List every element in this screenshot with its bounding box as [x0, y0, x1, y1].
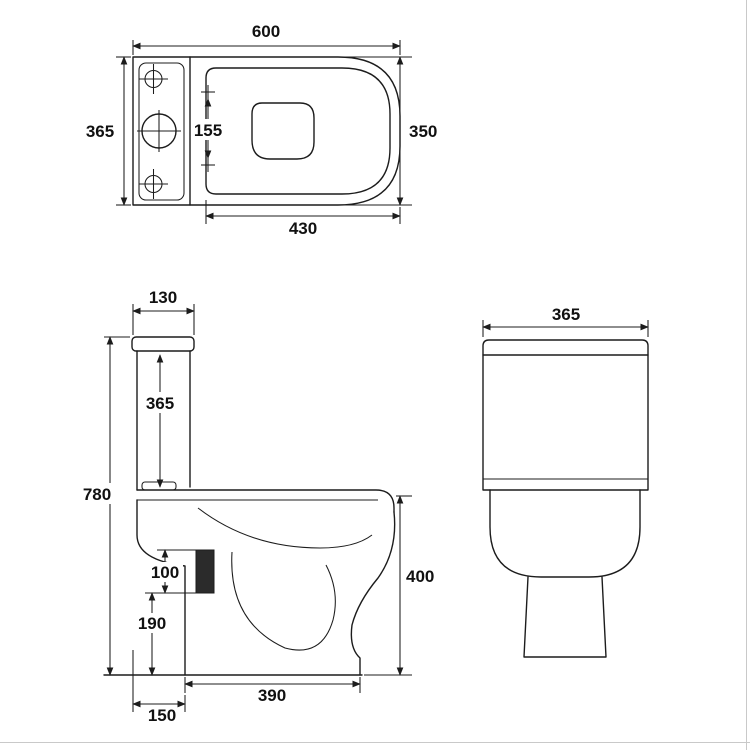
cistern-front-outline	[482, 339, 649, 491]
pedestal-front-outline	[523, 576, 607, 658]
bowl-inner-curve	[197, 507, 373, 549]
hinge-hole-bottom-icon	[201, 158, 215, 172]
trap-curve	[231, 551, 336, 651]
dim-hinge-spacing: 155	[191, 98, 225, 159]
dim-inlet-offset: 100	[145, 549, 196, 594]
top-view: 600 365 155 350 430	[86, 22, 438, 238]
dim-rim-height: 400	[364, 495, 434, 676]
dim-base-depth: 390	[184, 677, 361, 705]
pan-back-profile	[136, 499, 186, 676]
dim-hinge-spacing-label: 155	[194, 121, 222, 140]
seat-hinge-detail	[141, 481, 177, 491]
dim-overall-width-label: 600	[252, 22, 280, 41]
dim-base-setback-label: 150	[148, 706, 176, 725]
bolt-hole-top-icon	[139, 64, 168, 94]
front-view: 365	[482, 305, 649, 658]
dim-base-setback: 150	[132, 650, 186, 725]
dim-outlet-height-label: 190	[138, 614, 166, 633]
dim-overall-height: 780	[78, 336, 130, 676]
bolt-hole-bottom-icon	[139, 169, 168, 199]
dim-overall-height-label: 780	[83, 485, 111, 504]
dim-front-width-label: 365	[552, 305, 580, 324]
dim-overall-depth: 365	[86, 56, 131, 206]
dim-outlet-height: 190	[134, 592, 170, 676]
dim-overall-depth-label: 365	[86, 122, 114, 141]
dim-lid-depth-label: 130	[149, 288, 177, 307]
dim-seat-width-label: 350	[409, 122, 437, 141]
pan-front-profile	[350, 511, 396, 676]
dim-cistern-height: 365	[141, 354, 179, 488]
cistern-lid-side	[131, 336, 195, 352]
bowl-front-outline	[489, 489, 641, 578]
dim-front-width: 365	[482, 305, 649, 337]
waste-outlet-hatch	[195, 549, 215, 594]
dim-seat-length: 430	[205, 200, 401, 238]
dim-cistern-height-label: 365	[146, 394, 174, 413]
dim-base-depth-label: 390	[258, 686, 286, 705]
seat-inner-outline	[205, 67, 391, 195]
side-view: 130 365 780 100 190	[78, 288, 434, 725]
dim-seat-length-label: 430	[289, 219, 317, 238]
seat-top-profile	[136, 489, 395, 513]
bowl-opening-outline	[251, 102, 315, 160]
dim-lid-depth: 130	[132, 288, 195, 335]
dim-overall-width: 600	[132, 22, 401, 55]
dim-seat-width: 350	[340, 56, 437, 206]
hinge-hole-top-icon	[201, 85, 215, 99]
dim-inlet-offset-label: 100	[151, 563, 179, 582]
dim-rim-height-label: 400	[406, 567, 434, 586]
inlet-hole-icon	[137, 110, 181, 152]
